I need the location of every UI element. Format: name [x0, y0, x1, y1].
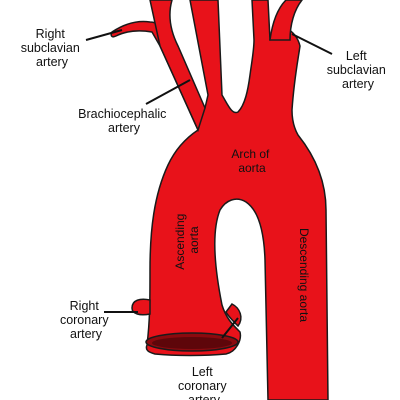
- aortic-root-inner: [152, 337, 232, 349]
- brachiocephalic-branch: [149, 0, 206, 133]
- leader-left-coronary: [221, 317, 239, 339]
- label-left-subclavian: Left subclavian artery: [327, 49, 390, 91]
- label-ascending-aorta: Ascending aorta: [173, 210, 201, 269]
- label-brachiocephalic: Brachiocephalic artery: [78, 107, 170, 135]
- leader-brachiocephalic: [145, 79, 191, 105]
- left-subclavian-branch: [269, 0, 303, 41]
- leader-right-subclavian: [85, 29, 123, 41]
- label-descending-aorta: Descending aorta: [297, 228, 311, 322]
- label-right-coronary: Right coronary artery: [60, 299, 112, 341]
- label-right-subclavian: Right subclavian artery: [21, 27, 84, 69]
- label-left-coronary: Left coronary artery: [178, 365, 230, 400]
- label-arch-of-aorta: Arch of aorta: [231, 147, 272, 175]
- leader-left-subclavian: [291, 33, 333, 55]
- right-coronary-stub: [131, 298, 151, 316]
